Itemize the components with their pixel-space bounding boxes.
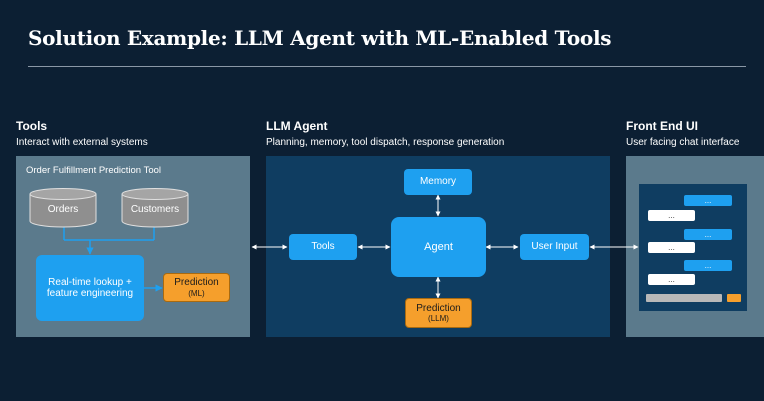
chat-bot-message: ... bbox=[684, 229, 732, 240]
memory-label: Memory bbox=[419, 176, 457, 188]
agent-tools-label: Tools bbox=[311, 241, 335, 253]
customers-label: Customers bbox=[130, 204, 180, 215]
ui-section-title: Front End UI bbox=[626, 119, 698, 133]
customers-database-icon bbox=[121, 188, 189, 228]
orders-database-icon bbox=[29, 188, 97, 228]
chat-bot-message: ... bbox=[684, 195, 732, 206]
tools-section-subtitle: Interact with external systems bbox=[16, 137, 148, 148]
prediction-llm-box: Prediction (LLM) bbox=[405, 298, 472, 328]
prediction-ml-subtitle: (ML) bbox=[188, 288, 205, 298]
agent-label: Agent bbox=[424, 240, 453, 253]
chat-user-message: ... bbox=[648, 274, 695, 285]
agent-section-title: LLM Agent bbox=[266, 119, 328, 133]
chat-user-message: ... bbox=[648, 210, 695, 221]
prediction-llm-subtitle: (LLM) bbox=[428, 314, 449, 324]
prediction-llm-title: Prediction bbox=[416, 302, 461, 314]
user-input-label: User Input bbox=[531, 241, 578, 253]
user-input-box: User Input bbox=[520, 234, 589, 260]
agent-box: Agent bbox=[391, 217, 486, 277]
agent-tools-box: Tools bbox=[289, 234, 357, 260]
chat-input-field[interactable] bbox=[646, 294, 722, 302]
memory-box: Memory bbox=[404, 169, 472, 195]
chat-send-button[interactable] bbox=[727, 294, 741, 302]
title-divider bbox=[28, 66, 746, 67]
db-merge-connector bbox=[63, 225, 163, 292]
page-title: Solution Example: LLM Agent with ML-Enab… bbox=[28, 26, 612, 50]
orders-label: Orders bbox=[47, 204, 79, 215]
tools-panel-label: Order Fulfillment Prediction Tool bbox=[26, 165, 161, 176]
chat-bot-message: ... bbox=[684, 260, 732, 271]
realtime-lookup-label: Real-time lookup + feature engineering bbox=[46, 276, 134, 300]
realtime-lookup-box: Real-time lookup + feature engineering bbox=[36, 255, 144, 321]
prediction-ml-box: Prediction (ML) bbox=[163, 273, 230, 302]
chat-user-message: ... bbox=[648, 242, 695, 253]
tools-section-title: Tools bbox=[16, 119, 48, 133]
prediction-ml-title: Prediction bbox=[174, 277, 219, 289]
ui-section-subtitle: User facing chat interface bbox=[626, 137, 740, 148]
agent-section-subtitle: Planning, memory, tool dispatch, respons… bbox=[266, 137, 505, 148]
